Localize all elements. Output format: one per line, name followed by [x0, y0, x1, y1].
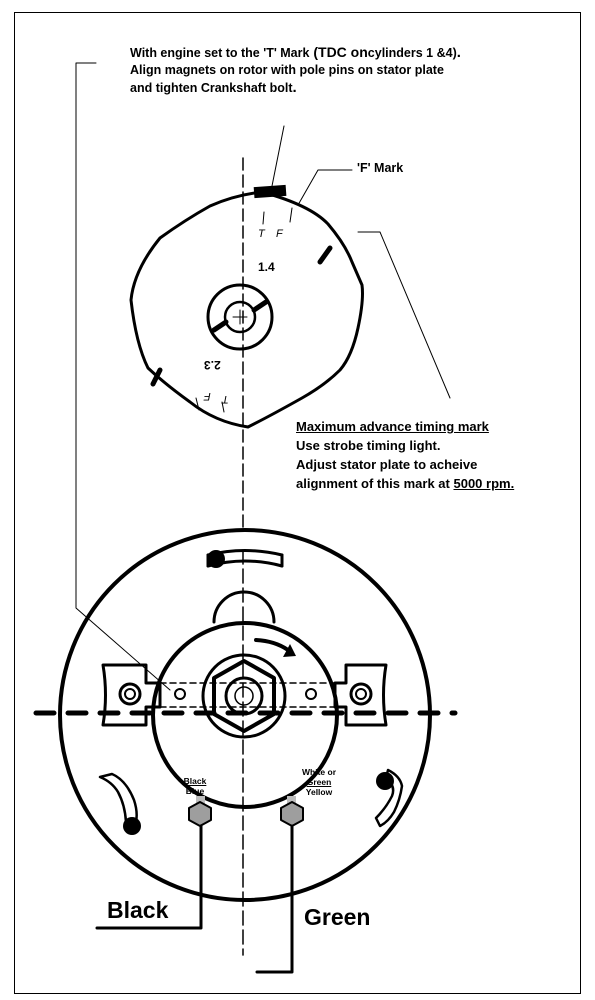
top-note-line2: Align magnets on rotor with pole pins on… — [130, 63, 444, 77]
right-pole-pin — [305, 688, 317, 700]
tdc-notch — [253, 184, 287, 199]
rotor-bottom-mark — [150, 367, 163, 387]
left-pole-pin — [174, 688, 186, 700]
right-wire-color-1: White or — [302, 767, 336, 777]
rotor-hub-outer — [206, 283, 274, 351]
left-slot-bolt — [123, 817, 141, 835]
right-bracket-bolt — [349, 682, 373, 706]
stator-round-cutout — [212, 590, 276, 624]
diagram-frame — [14, 12, 581, 994]
right-lead-wire — [255, 824, 294, 974]
left-wire-label: Black Blue — [180, 776, 210, 796]
t-mark-tick — [262, 211, 265, 225]
f-mark-leader — [297, 169, 353, 206]
green-lead-label: Green — [304, 904, 371, 930]
rotor-t-top: T — [258, 228, 265, 240]
right-adjust-slot — [374, 768, 404, 828]
left-wire-color-2: Blue — [185, 786, 205, 796]
right-wire-color-3: Yellow — [305, 787, 333, 797]
rotation-arrow — [254, 638, 290, 652]
advance-note-title: Maximum advance timing mark — [296, 419, 489, 434]
advance-mark — [317, 245, 333, 265]
rotor-label-23: 2.3 — [204, 358, 221, 372]
right-wire-label: White or Green Yellow — [294, 767, 344, 797]
rotor-label-14: 1.4 — [258, 260, 275, 274]
right-bracket — [333, 663, 388, 727]
advance-note-line3: alignment of this mark at 5000 rpm. — [296, 476, 515, 491]
left-bracket — [101, 663, 162, 727]
t-mark-tick-bottom — [221, 401, 225, 413]
left-wire-grommet — [188, 801, 212, 827]
f-mark-tick-bottom — [195, 397, 200, 411]
rotor-keyway-right — [251, 299, 269, 313]
rotor-keyway-left — [211, 319, 229, 333]
left-lead-wire — [95, 824, 203, 930]
left-bracket-bolt — [118, 682, 142, 706]
f-mark-tick — [289, 207, 293, 223]
left-wire-color-1: Black — [183, 776, 207, 786]
advance-mark-leader — [357, 231, 451, 399]
t-mark-leader — [271, 125, 285, 187]
stator-top-bolt — [207, 550, 225, 568]
right-slot-bolt — [376, 772, 394, 790]
left-adjust-slot — [98, 772, 138, 824]
pole-pin-leader — [75, 62, 171, 691]
rotor-hub-inner — [223, 300, 257, 334]
right-wire-color-2: Green — [306, 777, 332, 787]
rotor-outline — [129, 190, 364, 429]
advance-note-line2: Adjust stator plate to acheive — [296, 457, 478, 472]
rotor-t-bottom: T — [222, 393, 229, 405]
top-note-line3: and tighten Crankshaft bolt. — [130, 79, 297, 96]
right-wire-grommet — [280, 801, 304, 827]
crankshaft-boss — [201, 653, 287, 739]
top-note-line1: With engine set to the 'T' Mark (TDC onc… — [130, 44, 461, 61]
rotor-f-top: F — [276, 228, 283, 240]
advance-note-line1: Use strobe timing light. — [296, 438, 441, 453]
f-mark-label: 'F' Mark — [357, 161, 404, 175]
advance-note: Maximum advance timing mark Use strobe t… — [296, 417, 514, 493]
top-note: With engine set to the 'T' Mark (TDC onc… — [130, 44, 461, 97]
crankshaft-nut — [212, 659, 276, 733]
rotor-f-bottom: F — [204, 390, 211, 402]
black-lead-label: Black — [107, 897, 169, 923]
